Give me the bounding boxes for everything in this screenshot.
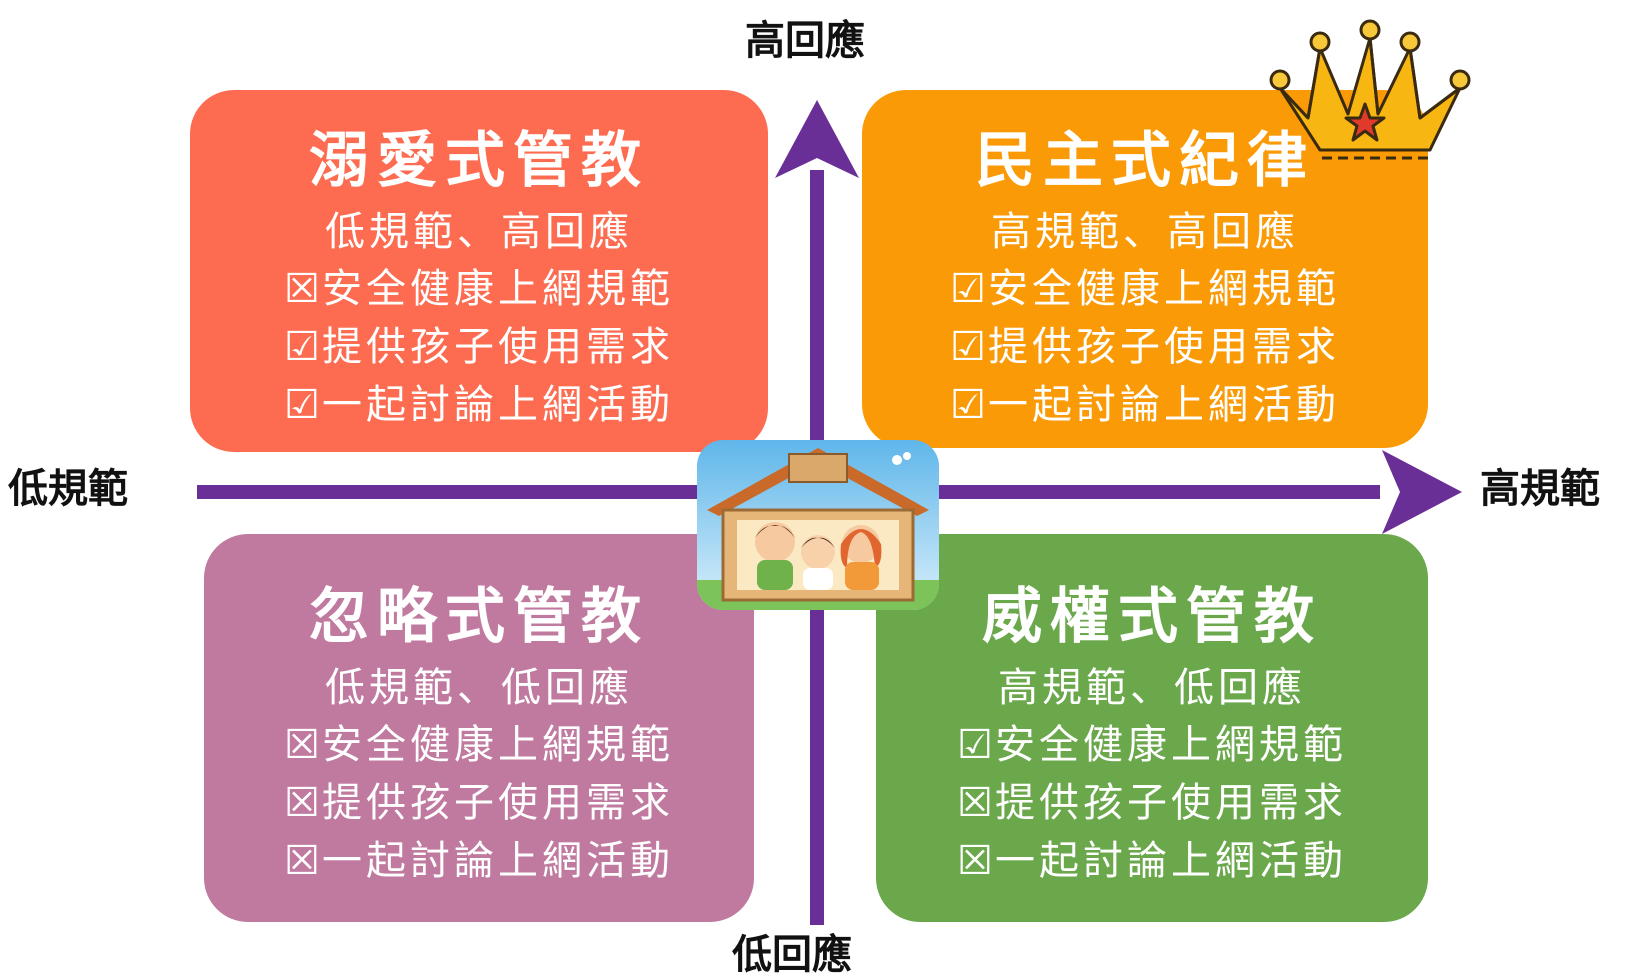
check-box-icon: ☑ <box>950 266 990 312</box>
axis-label-high-response: 高回應 <box>745 18 865 64</box>
axis-label-high-norm: 高規範 <box>1480 466 1600 512</box>
criteria-text: 提供孩子使用需求 <box>988 324 1340 370</box>
criteria-item: ☒安全健康上網規範 <box>190 260 768 318</box>
check-box-icon: ☑ <box>950 382 990 428</box>
cross-box-icon: ☒ <box>957 838 997 884</box>
quadrant-subtitle: 高規範、高回應 <box>991 209 1299 255</box>
criteria-item: ☑安全健康上網規範 <box>862 260 1428 318</box>
check-box-icon: ☑ <box>957 722 997 768</box>
cross-box-icon: ☒ <box>284 838 324 884</box>
axis-label-low-response: 低回應 <box>732 932 852 978</box>
vertical-axis-arrowhead <box>775 100 859 178</box>
cross-box-icon: ☒ <box>284 266 324 312</box>
criteria-item: ☒提供孩子使用需求 <box>204 774 754 832</box>
check-box-icon: ☑ <box>284 382 324 428</box>
criteria-text: 安全健康上網規範 <box>988 266 1340 312</box>
quadrant-subtitle: 低規範、高回應 <box>325 209 633 255</box>
quadrant-subtitle: 低規範、低回應 <box>325 665 633 711</box>
criteria-text: 提供孩子使用需求 <box>322 780 674 826</box>
quadrant-title: 民主式紀律 <box>975 126 1315 196</box>
criteria-item: ☒一起討論上網活動 <box>204 832 754 890</box>
criteria-item: ☒提供孩子使用需求 <box>876 774 1428 832</box>
quadrant-authoritarian: 威權式管教 高規範、低回應 ☑安全健康上網規範 ☒提供孩子使用需求 ☒一起討論上… <box>876 534 1428 922</box>
criteria-item: ☒一起討論上網活動 <box>876 832 1428 890</box>
criteria-text: 提供孩子使用需求 <box>995 780 1347 826</box>
cross-box-icon: ☒ <box>284 780 324 826</box>
check-box-icon: ☑ <box>284 324 324 370</box>
criteria-item: ☑安全健康上網規範 <box>876 716 1428 774</box>
criteria-text: 提供孩子使用需求 <box>322 324 674 370</box>
quadrant-subtitle: 高規範、低回應 <box>998 665 1306 711</box>
criteria-item: ☑提供孩子使用需求 <box>190 318 768 376</box>
check-box-icon: ☑ <box>950 324 990 370</box>
quadrant-indulgent: 溺愛式管教 低規範、高回應 ☒安全健康上網規範 ☑提供孩子使用需求 ☑一起討論上… <box>190 90 768 452</box>
criteria-text: 一起討論上網活動 <box>322 838 674 884</box>
criteria-text: 安全健康上網規範 <box>322 266 674 312</box>
criteria-text: 一起討論上網活動 <box>988 382 1340 428</box>
axis-label-low-norm: 低規範 <box>8 466 128 512</box>
criteria-item: ☑一起討論上網活動 <box>862 376 1428 434</box>
criteria-text: 安全健康上網規範 <box>322 722 674 768</box>
criteria-text: 一起討論上網活動 <box>995 838 1347 884</box>
criteria-item: ☑一起討論上網活動 <box>190 376 768 434</box>
family-house-illustration <box>697 440 939 610</box>
criteria-item: ☒安全健康上網規範 <box>204 716 754 774</box>
criteria-item: ☑提供孩子使用需求 <box>862 318 1428 376</box>
horizontal-axis-arrowhead <box>1382 450 1462 534</box>
crown-icon <box>1269 19 1471 160</box>
quadrant-neglectful: 忽略式管教 低規範、低回應 ☒安全健康上網規範 ☒提供孩子使用需求 ☒一起討論上… <box>204 534 754 922</box>
criteria-text: 一起討論上網活動 <box>322 382 674 428</box>
criteria-text: 安全健康上網規範 <box>995 722 1347 768</box>
cross-box-icon: ☒ <box>957 780 997 826</box>
quadrant-title: 溺愛式管教 <box>309 126 649 196</box>
quadrant-title: 威權式管教 <box>982 582 1322 652</box>
cross-box-icon: ☒ <box>284 722 324 768</box>
quadrant-title: 忽略式管教 <box>309 582 649 652</box>
